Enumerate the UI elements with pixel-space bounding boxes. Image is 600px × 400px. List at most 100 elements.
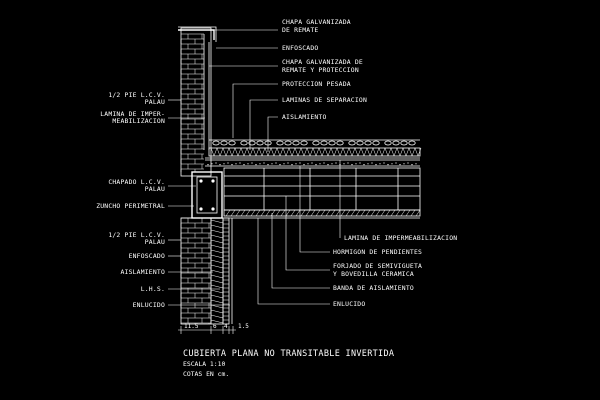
hatch-line (340, 209, 346, 217)
concrete-dot (243, 164, 245, 166)
hatch-line (275, 209, 281, 217)
hatch-line (270, 147, 275, 157)
dim-1: 11.5 (184, 323, 199, 330)
hatch-line (210, 304, 224, 309)
hatch-line (237, 147, 242, 157)
concrete-dot (295, 163, 297, 165)
title-block: CUBIERTA PLANA NO TRANSITABLE INVERTIDA … (183, 349, 394, 378)
hatch-line (330, 147, 335, 157)
hatch-line (210, 224, 224, 229)
hatch-line (285, 209, 291, 217)
hatch-line (405, 147, 410, 157)
hatch-line (235, 209, 241, 217)
hatch-line (250, 209, 256, 217)
concrete-dot (271, 163, 273, 165)
concrete-dot (391, 163, 393, 165)
hatch-line (366, 147, 371, 157)
concrete-dot (247, 163, 249, 165)
gravel-stone (400, 140, 408, 146)
gravel-stone (372, 140, 380, 146)
hatch-line (320, 209, 326, 217)
hatch-line (405, 209, 411, 217)
hatch-line (243, 147, 248, 157)
concrete-dot (315, 164, 317, 166)
hatch-line (285, 147, 290, 157)
label-chapa-remate-2: DE REMATE (282, 26, 318, 34)
concrete-dot (415, 163, 417, 165)
label-enlucido-right: ENLUCIDO (333, 300, 365, 308)
concrete-dot (319, 163, 321, 165)
hatch-line (357, 147, 362, 157)
hatch-line (225, 147, 230, 157)
hatch-line (333, 147, 338, 157)
dim-3: 4 (224, 323, 228, 330)
hatch-line (267, 147, 272, 157)
hatch-line (255, 147, 260, 157)
gravel-stone (276, 140, 284, 146)
label-medio-pie-bot-1: 1/2 PIE L.C.V. (108, 231, 165, 239)
hatch-line (350, 209, 356, 217)
hatch-line (219, 147, 224, 157)
label-medio-pie-top-2: PALAU (145, 98, 165, 106)
hatch-line (315, 147, 320, 157)
concrete-dot (231, 164, 233, 166)
gravel-stone (240, 140, 248, 146)
label-enfoscado-left: ENFOSCADO (129, 252, 165, 260)
top-flashing (178, 26, 217, 150)
gravel-stone (364, 140, 372, 146)
concrete-dot (371, 162, 373, 164)
label-chapa-prot-1: CHAPA GALVANIZADA DE (282, 58, 363, 66)
gravel-stone (220, 140, 228, 146)
hatch-line (310, 209, 316, 217)
hatch-line (402, 147, 407, 157)
concrete-dot (211, 163, 213, 165)
hatch-line (306, 147, 311, 157)
gravel-stone (408, 140, 416, 146)
hatch-line (408, 147, 413, 157)
hatch-line (230, 209, 236, 217)
label-medio-pie-bot-2: PALAU (145, 238, 165, 246)
concrete-dot (259, 163, 261, 165)
hatch-line (324, 147, 329, 157)
hatch-line (390, 209, 396, 217)
labels-left: 1/2 PIE L.C.V. PALAU LAMINA DE IMPER- ME… (96, 91, 165, 309)
hatch-line (342, 147, 347, 157)
hatch-line (390, 147, 395, 157)
hatch-line (363, 147, 368, 157)
hatch-line (336, 147, 341, 157)
label-chapado-1: CHAPADO L.C.V. (108, 178, 165, 186)
hatch-line (240, 147, 245, 157)
label-enlucido-left: ENLUCIDO (133, 301, 165, 309)
hatch-line (295, 209, 301, 217)
hatch-line (303, 147, 308, 157)
label-chapado-2: PALAU (145, 185, 165, 193)
hatch-line (210, 229, 224, 234)
concrete-dot (263, 162, 265, 164)
gravel-stone (228, 140, 236, 146)
concrete-dot (343, 163, 345, 165)
hatch-line (290, 209, 296, 217)
concrete-dot (227, 162, 229, 164)
concrete-dot (355, 163, 357, 165)
hatch-line (210, 319, 224, 324)
hatch-line (375, 209, 381, 217)
hatch-line (258, 147, 263, 157)
gravel-stone (356, 140, 364, 146)
leader-lines (168, 29, 341, 306)
hatch-line (210, 309, 224, 314)
label-lhs: L.H.S. (141, 285, 165, 293)
hatch-line (414, 147, 419, 157)
gravel-stone (284, 140, 292, 146)
drawing-units: COTAS EN cm. (183, 370, 229, 378)
label-zuncho: ZUNCHO PERIMETRAL (96, 202, 165, 210)
hatch-line (355, 209, 361, 217)
label-medio-pie-top-1: 1/2 PIE L.C.V. (108, 91, 165, 99)
hatch-line (297, 147, 302, 157)
label-enfoscado-top: ENFOSCADO (282, 44, 318, 52)
drawing-title: CUBIERTA PLANA NO TRANSITABLE INVERTIDA (183, 349, 394, 359)
hatch-line (231, 147, 236, 157)
hatch-line (365, 209, 371, 217)
hatch-line (372, 147, 377, 157)
roof-layers (205, 139, 422, 219)
concrete-dot (267, 164, 269, 166)
